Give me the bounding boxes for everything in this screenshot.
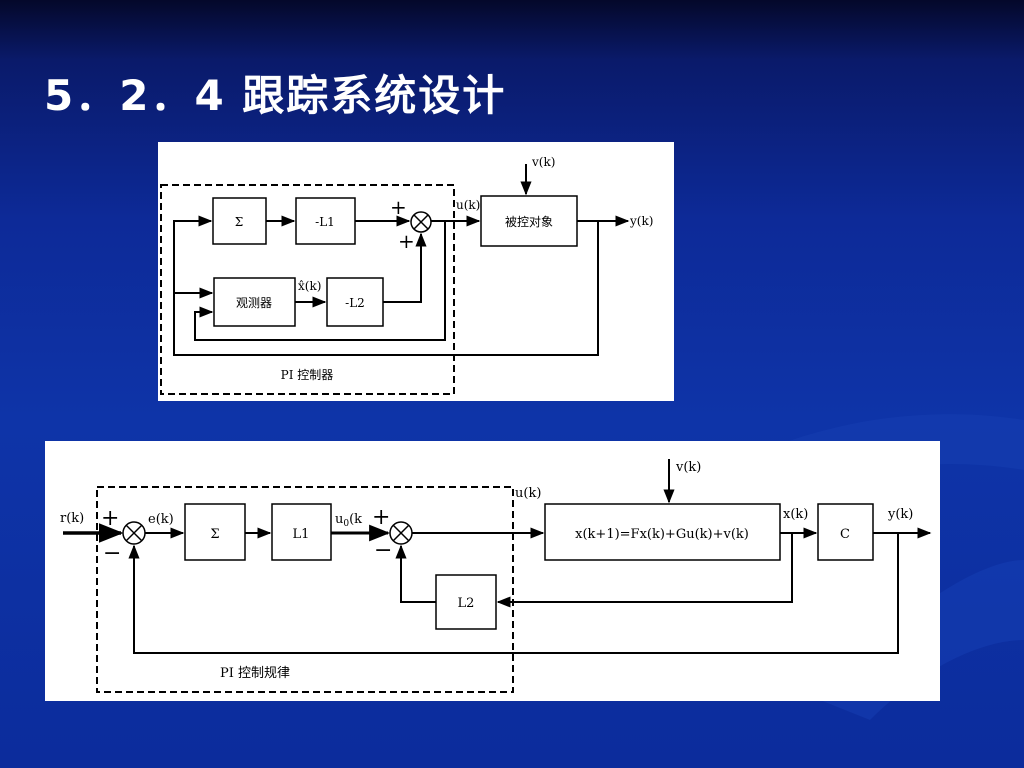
- summing-junction-2: [389, 521, 413, 545]
- xhat-label: x̂(k): [298, 279, 321, 293]
- e-label: e(k): [148, 512, 174, 527]
- sigma-label: Σ: [210, 527, 219, 542]
- observer-label: 观测器: [236, 296, 272, 310]
- controller-caption: PI 控制器: [281, 368, 334, 382]
- minus1-label: −: [103, 541, 121, 566]
- plus1-label: +: [101, 506, 119, 531]
- summing-junction-1: [122, 521, 146, 545]
- c-label: C: [840, 527, 850, 542]
- controller-boundary: [160, 184, 455, 395]
- minus2-label: −: [374, 538, 392, 563]
- plus-bottom-label: +: [398, 229, 415, 253]
- plus-top-label: +: [390, 195, 407, 219]
- r-label: r(k): [60, 511, 84, 526]
- pi-controller-diagram: Σ -L1 观测器 -L2 被控对象 v(k) u(k) y(k) x̂(k) …: [158, 142, 674, 401]
- l1-label: L1: [293, 527, 310, 542]
- v-label: v(k): [675, 460, 701, 475]
- tracking-system-diagram: r(k) e(k) Σ L1 u0(k L2 x(k+1)=Fx(k)+Gu(k…: [45, 441, 940, 701]
- y-label: y(k): [887, 507, 913, 522]
- control-law-boundary: [96, 486, 514, 693]
- plus2-label: +: [372, 505, 390, 530]
- plant-label: 被控对象: [505, 215, 553, 229]
- l1-label: -L1: [315, 215, 335, 229]
- u-label: u(k): [456, 198, 480, 212]
- l2-label: L2: [458, 596, 475, 611]
- slide-title: 5．2．4 跟踪系统设计: [44, 71, 507, 120]
- y-label: y(k): [629, 214, 653, 228]
- u-label: u(k): [515, 486, 541, 501]
- control-law-caption: PI 控制规律: [220, 666, 290, 681]
- sigma-label: Σ: [235, 215, 243, 229]
- l2-label: -L2: [345, 296, 365, 310]
- plant-equation: x(k+1)=Fx(k)+Gu(k)+v(k): [575, 527, 749, 542]
- u0-label: u0(k: [335, 512, 362, 529]
- x-label: x(k): [783, 507, 808, 522]
- v-label: v(k): [531, 155, 555, 169]
